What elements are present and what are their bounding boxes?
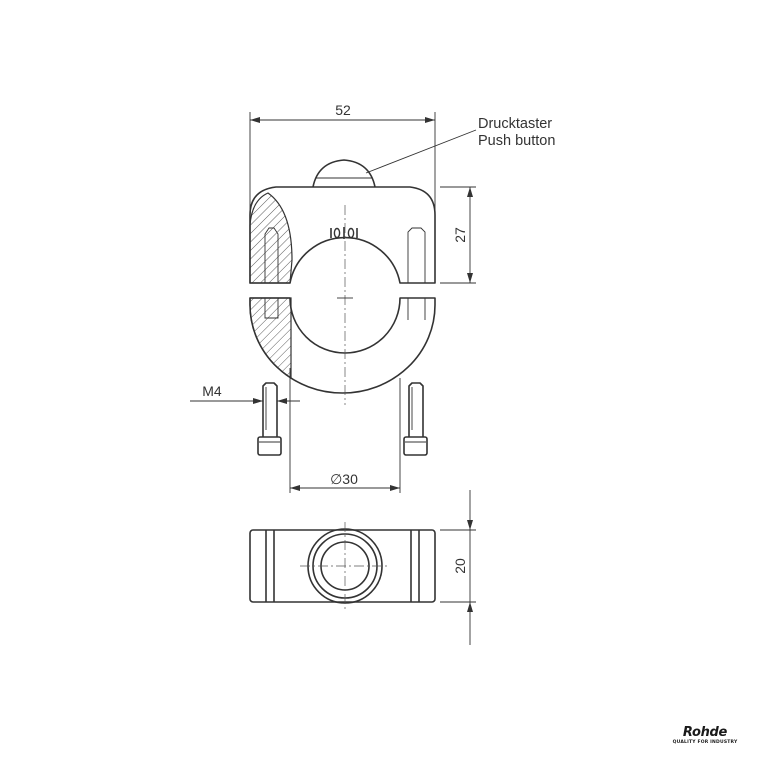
thread-label: M4 [202, 383, 222, 399]
right-bolt-shank [408, 382, 424, 437]
index-marks [330, 227, 358, 239]
lower-clamp-half [249, 297, 436, 394]
width-dimension: 52 [249, 102, 436, 215]
upper-height-dimension: 27 [440, 186, 476, 284]
upper-right-bolt-hole [407, 227, 426, 283]
callout-label-german: Drucktaster [478, 116, 552, 132]
left-bolt-head [257, 436, 282, 456]
right-bolt-head [403, 436, 428, 456]
bottom-view [249, 522, 436, 610]
callout-leader-line [365, 129, 477, 174]
logo-wordmark: Rohde [683, 725, 728, 740]
bore-dimension: ∅30 [289, 368, 401, 493]
lower-right-bolt-hole [407, 298, 426, 320]
upper-left-bolt-hole [264, 227, 279, 284]
thickness-label: 20 [452, 558, 468, 574]
logo-tagline: QUALITY FOR INDUSTRY [673, 739, 738, 745]
left-bolt [257, 382, 282, 456]
left-bolt-shank [262, 382, 278, 437]
upper-clamp-body [249, 186, 436, 284]
callout-label-english: Push button [478, 133, 555, 149]
right-bolt [403, 382, 428, 456]
bore-label: ∅30 [330, 471, 358, 487]
thread-dimension: M4 [190, 383, 300, 404]
bottom-view-body [249, 529, 436, 603]
push-button-callout: Drucktaster Push button [365, 116, 555, 174]
upper-clamp-half [249, 159, 436, 284]
push-button-dome [312, 159, 376, 188]
rohde-logo: Rohde QUALITY FOR INDUSTRY [673, 725, 738, 745]
upper-height-label: 27 [452, 227, 468, 243]
upper-section-hatch [249, 192, 293, 284]
lower-left-bolt-hole [264, 297, 279, 319]
lower-section-hatch [249, 297, 292, 380]
width-dimension-label: 52 [335, 102, 351, 118]
thickness-dimension: 20 [440, 490, 476, 645]
